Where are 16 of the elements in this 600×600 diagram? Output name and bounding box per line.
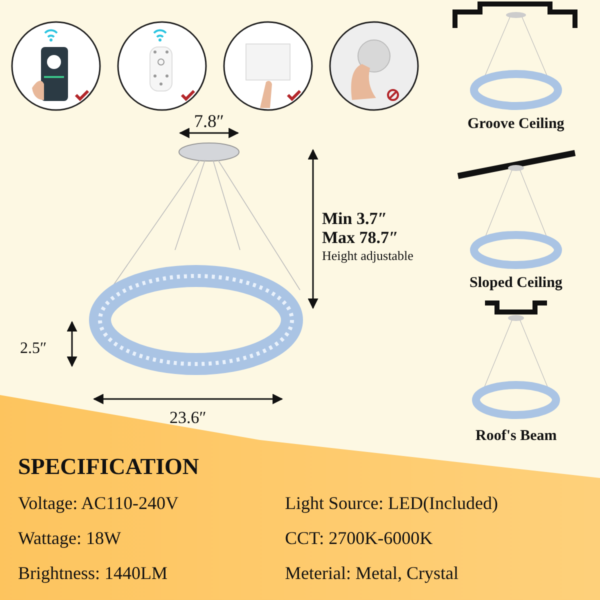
spec-text: Wattage: 18W bbox=[18, 529, 122, 549]
dimension-label: Max 78.7″ bbox=[322, 229, 398, 248]
spec-text: CCT: 2700K-6000K bbox=[285, 529, 433, 549]
dimension-label: 23.6″ bbox=[170, 409, 206, 428]
spec-text: Meterial: Metal, Crystal bbox=[285, 564, 458, 584]
dimension-label: 7.8″ bbox=[194, 112, 224, 132]
section-heading: SPECIFICATION bbox=[18, 454, 200, 480]
spec-text: Brightness: 1440LM bbox=[18, 564, 168, 584]
mounting-caption: Roof's Beam bbox=[476, 428, 557, 444]
dimension-label: Min 3.7″ bbox=[322, 210, 388, 229]
dimension-label: Height adjustable bbox=[322, 249, 414, 264]
dimension-label: 2.5″ bbox=[20, 340, 47, 358]
mounting-caption: Sloped Ceiling bbox=[470, 275, 562, 292]
mounting-caption: Groove Ceiling bbox=[468, 116, 564, 132]
spec-text: Light Source: LED(Included) bbox=[285, 494, 498, 514]
spec-text: Voltage: AC110-240V bbox=[18, 494, 178, 514]
